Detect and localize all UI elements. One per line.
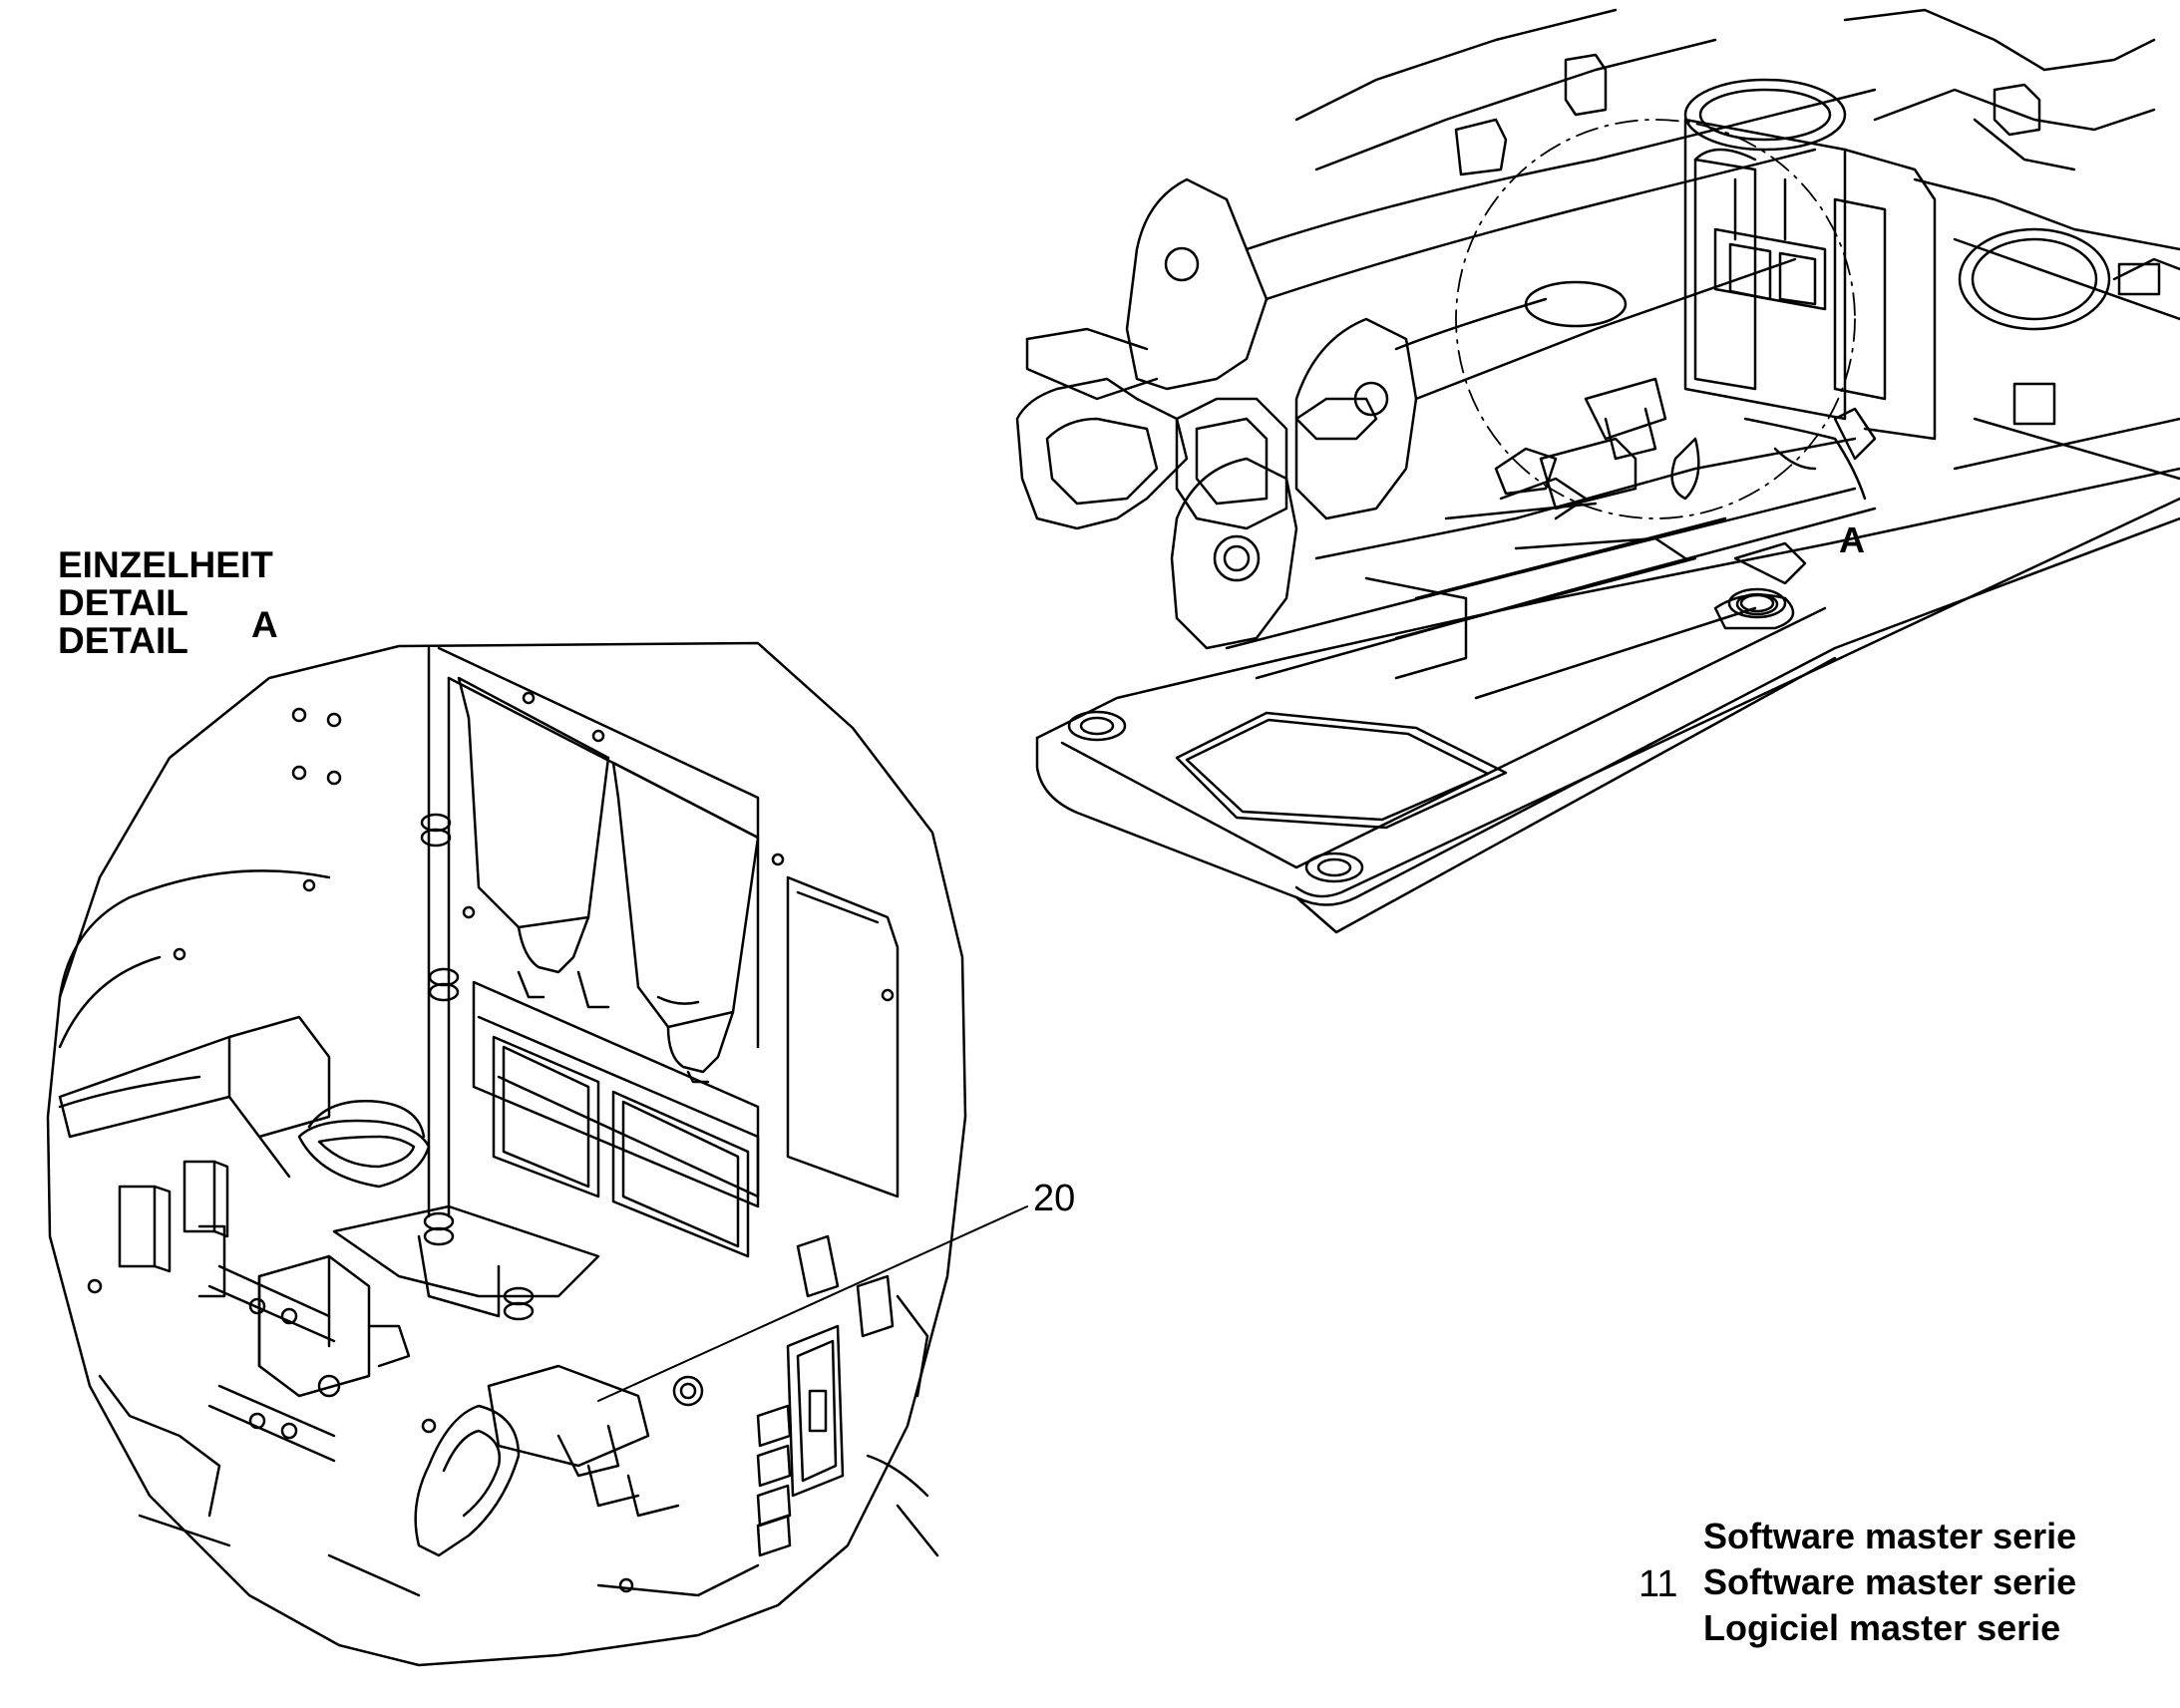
detail-a-view <box>46 641 967 1667</box>
note-number: 11 <box>1638 1563 1678 1605</box>
callout-20-label: 20 <box>1033 1178 1076 1219</box>
detail-title-de: EINZELHEIT <box>58 544 273 585</box>
detail-title-en: DETAIL <box>58 582 188 623</box>
overview-detail-marker: A <box>1839 519 1865 560</box>
note-line-de: Software master serie <box>1703 1516 2077 1556</box>
detail-title-fr: DETAIL <box>58 620 188 661</box>
note-line-en: Software master serie <box>1703 1561 2077 1602</box>
callout-20-leader <box>597 1205 1028 1402</box>
detail-title: EINZELHEIT DETAIL DETAIL <box>58 546 273 660</box>
detail-letter: A <box>251 604 278 645</box>
detail-a-circle <box>1455 119 1856 519</box>
overview-frame-drawing <box>1015 8 2180 934</box>
note-text: Software master serie Software master se… <box>1703 1519 2076 1656</box>
note-line-fr: Logiciel master serie <box>1703 1607 2061 1648</box>
